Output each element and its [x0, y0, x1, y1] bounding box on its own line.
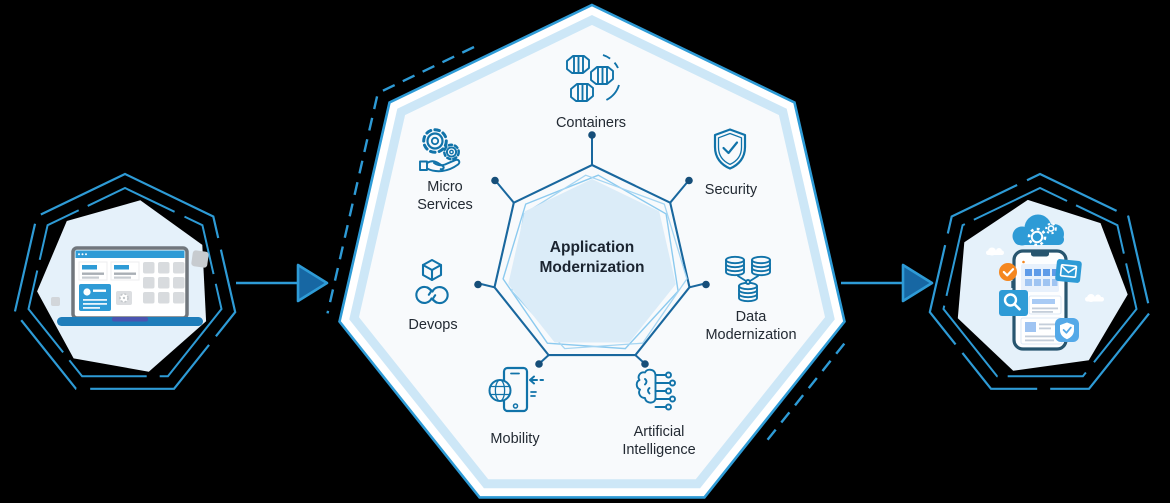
left-heptagon-frame — [13, 172, 237, 390]
node-label-containers: Containers — [555, 115, 627, 131]
decor-square — [191, 250, 209, 268]
arrow-center-to-right — [841, 263, 934, 303]
security-shield-icon — [713, 128, 747, 170]
cloud-gears-icon — [1012, 214, 1064, 247]
right-heptagon-frame — [928, 172, 1152, 390]
ai-brain-icon — [635, 368, 676, 411]
modern-mobile-illustration — [986, 214, 1104, 351]
arrowhead-icon — [901, 263, 934, 303]
legacy-laptop-illustration — [57, 246, 203, 326]
arrow-left-to-center — [236, 263, 329, 303]
phone-text-card — [1028, 295, 1062, 315]
spoke-dots — [474, 131, 710, 368]
search-badge-icon — [999, 290, 1028, 316]
node-label-devops: Devops — [408, 317, 458, 333]
laptop-gear-chip — [116, 291, 132, 305]
spokes — [480, 138, 704, 363]
arrowhead-icon — [296, 263, 329, 303]
decor-square-small — [51, 297, 60, 306]
mail-badge-icon — [1055, 259, 1082, 283]
laptop-tile-grid — [143, 262, 185, 304]
containers-icon — [566, 54, 620, 102]
left-outer-ring — [13, 172, 237, 390]
node-label-data-modernization: Data Modernization — [705, 309, 797, 343]
node-label-mobility: Mobility — [490, 431, 540, 447]
laptop-card-1 — [78, 261, 108, 281]
phone-grid-card — [1021, 260, 1059, 292]
right-inner-ring — [942, 186, 1138, 378]
mini-cloud-icon — [986, 247, 1004, 256]
node-label-artificial-intelligence: Artificial Intelligence — [622, 424, 696, 458]
central-heptagon-panel — [326, 3, 846, 499]
center-heptagon-fill — [508, 179, 676, 343]
laptop-base-notch — [112, 317, 148, 322]
laptop-card-2 — [110, 261, 140, 281]
right-outer-ring — [928, 172, 1152, 390]
left-inner-ring — [27, 186, 223, 378]
node-label-security: Security — [704, 182, 758, 198]
devops-infinity-icon — [415, 258, 449, 305]
phone-article-card — [1020, 317, 1063, 345]
inner-ring-dark — [493, 163, 691, 357]
inner-ring-thin-1 — [502, 174, 679, 350]
mini-cloud-icon — [1085, 294, 1104, 302]
laptop-titlebar — [75, 250, 185, 258]
check-badge-icon — [999, 263, 1017, 281]
node-label-micro-services: Micro Services — [417, 179, 473, 213]
phone-notch — [1031, 252, 1049, 257]
shield-badge-icon — [1055, 318, 1079, 342]
mobile-globe-icon — [488, 366, 544, 413]
center-title: Application Modernization — [539, 239, 645, 276]
database-icon — [725, 255, 771, 303]
micro-services-icon — [419, 128, 461, 173]
laptop-blue-card — [79, 284, 111, 311]
